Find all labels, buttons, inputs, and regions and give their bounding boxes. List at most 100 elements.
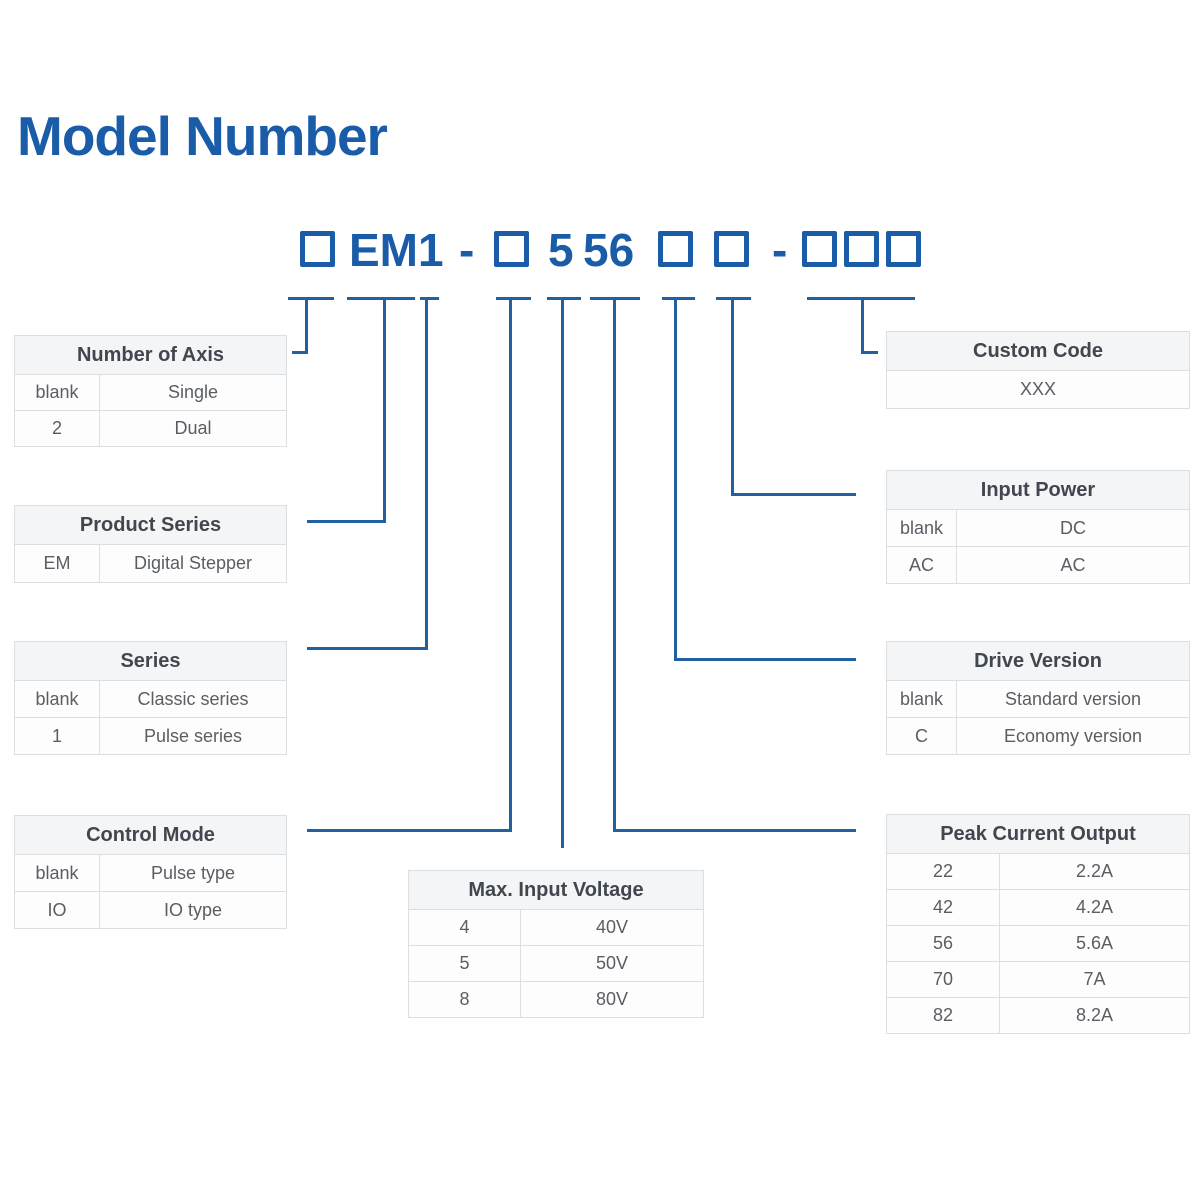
table-row: 70 7A xyxy=(886,961,1190,998)
product-series-table: Product Series EM Digital Stepper xyxy=(14,505,287,583)
desc-cell: Pulse series xyxy=(99,717,287,755)
table-row: blank Classic series xyxy=(14,680,287,718)
desc-cell: 7A xyxy=(999,961,1190,998)
desc-cell: 5.6A xyxy=(999,925,1190,962)
axis-connector-arm xyxy=(292,351,308,354)
custom-connector-arm xyxy=(861,351,878,354)
code-cell: 42 xyxy=(886,889,1000,926)
table-title: Custom Code xyxy=(886,331,1190,371)
peak-connector-vline xyxy=(613,297,616,832)
code-cell: 22 xyxy=(886,853,1000,890)
code-cell: C xyxy=(886,717,957,755)
drive-connector-tick xyxy=(662,297,695,300)
desc-cell: 4.2A xyxy=(999,889,1190,926)
table-row: blank DC xyxy=(886,509,1190,547)
desc-cell: 50V xyxy=(520,945,704,982)
code-cell: 56 xyxy=(886,925,1000,962)
table-title: Product Series xyxy=(14,505,287,545)
model-box-input-power xyxy=(714,231,749,267)
drive-connector-arm xyxy=(674,658,856,661)
code-cell: 1 xyxy=(14,717,100,755)
drive-connector-vline xyxy=(674,297,677,661)
input-power-table: Input Power blank DC AC AC xyxy=(886,470,1190,584)
peak-current-output-table: Peak Current Output 22 2.2A 42 4.2A 56 5… xyxy=(886,814,1190,1034)
table-row: 8 80V xyxy=(408,981,704,1018)
model-box-drive-version xyxy=(658,231,693,267)
control-connector-vline xyxy=(509,297,512,832)
desc-cell: Pulse type xyxy=(99,854,287,892)
desc-cell: 2.2A xyxy=(999,853,1190,890)
table-title: Drive Version xyxy=(886,641,1190,681)
desc-cell: AC xyxy=(956,546,1190,584)
code-cell: blank xyxy=(14,680,100,718)
table-row: XXX xyxy=(886,370,1190,409)
desc-cell: Standard version xyxy=(956,680,1190,718)
desc-cell: Digital Stepper xyxy=(99,544,287,583)
power-connector-vline xyxy=(731,297,734,496)
table-row: 42 4.2A xyxy=(886,889,1190,926)
table-row: 4 40V xyxy=(408,909,704,946)
peak-connector-arm xyxy=(613,829,856,832)
model-box-control-mode xyxy=(494,231,529,267)
desc-cell: 80V xyxy=(520,981,704,1018)
axis-connector-tick xyxy=(288,297,334,300)
model-text-current-code: 56 xyxy=(583,224,635,276)
custom-code-table: Custom Code XXX xyxy=(886,331,1190,409)
table-row: C Economy version xyxy=(886,717,1190,755)
desc-cell: Economy version xyxy=(956,717,1190,755)
table-row: 22 2.2A xyxy=(886,853,1190,890)
code-cell: 4 xyxy=(408,909,521,946)
custom-connector-vline xyxy=(861,297,864,354)
code-cell: IO xyxy=(14,891,100,929)
desc-cell: Classic series xyxy=(99,680,287,718)
control-mode-table: Control Mode blank Pulse type IO IO type xyxy=(14,815,287,929)
code-cell: blank xyxy=(886,509,957,547)
desc-cell: IO type xyxy=(99,891,287,929)
power-connector-arm xyxy=(731,493,856,496)
table-title: Peak Current Output xyxy=(886,814,1190,854)
drive-version-table: Drive Version blank Standard version C E… xyxy=(886,641,1190,755)
model-text-product-series: EM1 xyxy=(349,224,444,276)
table-row: 56 5.6A xyxy=(886,925,1190,962)
desc-cell: 8.2A xyxy=(999,997,1190,1034)
model-text-voltage-code: 5 xyxy=(548,224,574,276)
product-connector-tick xyxy=(347,297,415,300)
product-connector-arm xyxy=(307,520,386,523)
number-of-axis-table: Number of Axis blank Single 2 Dual xyxy=(14,335,287,447)
axis-connector-vline xyxy=(305,297,308,354)
code-cell: blank xyxy=(14,854,100,892)
code-cell: AC xyxy=(886,546,957,584)
desc-cell: Single xyxy=(99,374,287,411)
table-row: 1 Pulse series xyxy=(14,717,287,755)
table-row: blank Standard version xyxy=(886,680,1190,718)
model-box-axis xyxy=(300,231,335,267)
model-box-custom-3 xyxy=(886,231,921,267)
table-row: EM Digital Stepper xyxy=(14,544,287,583)
code-cell: 82 xyxy=(886,997,1000,1034)
table-row: blank Pulse type xyxy=(14,854,287,892)
code-cell: blank xyxy=(14,374,100,411)
table-title: Control Mode xyxy=(14,815,287,855)
table-row: 2 Dual xyxy=(14,410,287,447)
table-title: Input Power xyxy=(886,470,1190,510)
code-cell: 70 xyxy=(886,961,1000,998)
voltage-connector-vline xyxy=(561,297,564,848)
value-cell: XXX xyxy=(886,370,1190,409)
table-title: Series xyxy=(14,641,287,681)
desc-cell: DC xyxy=(956,509,1190,547)
series-connector-arm xyxy=(307,647,428,650)
series-connector-tick xyxy=(420,297,439,300)
code-cell: EM xyxy=(14,544,100,583)
desc-cell: 40V xyxy=(520,909,704,946)
model-box-custom-1 xyxy=(802,231,837,267)
code-cell: blank xyxy=(886,680,957,718)
model-text-separator2: - xyxy=(772,224,788,276)
control-connector-tick xyxy=(496,297,531,300)
table-title: Number of Axis xyxy=(14,335,287,375)
max-input-voltage-table: Max. Input Voltage 4 40V 5 50V 8 80V xyxy=(408,870,704,1018)
code-cell: 5 xyxy=(408,945,521,982)
control-connector-arm xyxy=(307,829,512,832)
model-text-separator: - xyxy=(459,224,475,276)
product-connector-vline xyxy=(383,297,386,523)
